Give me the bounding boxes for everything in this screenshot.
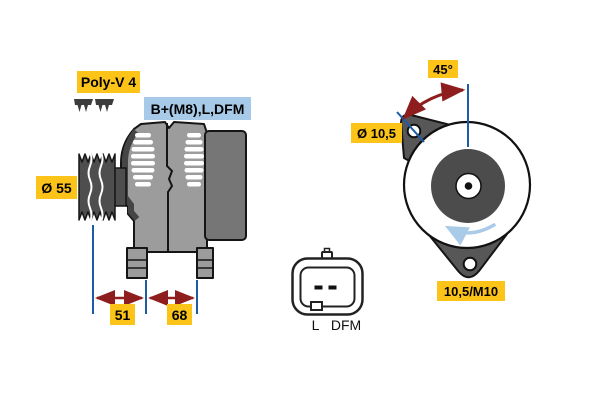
hole-axis-line (396, 111, 425, 143)
break-line-1 (87, 151, 93, 223)
mount-hole-bottom (462, 256, 478, 272)
shaft (113, 167, 127, 207)
connector-outer-shell (291, 257, 364, 316)
side-view-dimensions (92, 225, 198, 314)
connector-pin-dfm (328, 285, 337, 290)
connector-pin-l (314, 285, 323, 290)
connector-inner-shell (299, 266, 356, 308)
mount-angle-label: 45° (428, 60, 458, 78)
pulley (78, 153, 116, 221)
housing-parting-line (166, 123, 174, 251)
poly-v-belt-profile-icon (74, 99, 114, 112)
connector-diagram (291, 247, 364, 316)
alternator-rear-view (396, 82, 532, 279)
shaft-center-dot (464, 182, 473, 190)
foot-gap (148, 254, 196, 280)
mount-foot-left (126, 247, 148, 279)
rotation-direction-arrow-icon (444, 223, 496, 246)
belt-type-label: Poly-V 4 (77, 71, 140, 93)
dimension-label-68: 68 (167, 304, 192, 325)
front-bracket-edge (122, 129, 140, 221)
break-line-2 (98, 151, 104, 223)
vent-slots-front (131, 133, 155, 187)
connector-key-notch (310, 301, 323, 311)
terminal-label: B+(M8),L,DFM (144, 97, 251, 120)
pulley-diameter-label: Ø 55 (36, 176, 77, 199)
dimension-label-51: 51 (110, 304, 135, 325)
connector-pin-dfm-label: DFM (330, 317, 362, 333)
mount-hole-diameter-label: Ø 10,5 (351, 123, 402, 143)
mount-hole-thread-label: 10,5/M10 (437, 281, 505, 301)
angle-arc-45 (402, 82, 466, 120)
rear-cover (204, 130, 247, 241)
alternator-side-view (78, 121, 247, 280)
foot-ribs (127, 259, 213, 269)
connector-pin-l-label: L (311, 317, 320, 333)
mount-foot-right (196, 247, 214, 279)
vent-slots-rear (184, 133, 204, 187)
